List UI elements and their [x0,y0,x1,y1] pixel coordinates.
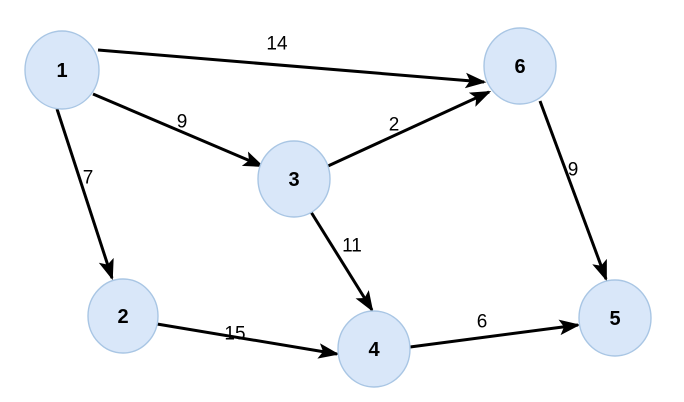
graph-edge-6-to-5 [538,100,608,282]
edge-weight-3-4: 11 [342,236,362,257]
node-label-2: 2 [117,306,128,328]
node-shape-4[interactable] [337,310,411,388]
graph-edge-4-to-5 [409,319,581,349]
edge-weight-4-5: 6 [477,312,488,333]
graph-edge-2-to-4 [156,322,340,359]
node-label-1: 1 [56,60,67,82]
graph-node-2[interactable]: 2 [87,278,159,354]
edge-weight-1-2: 7 [83,168,94,189]
edge-weight-6-5: 9 [568,160,579,181]
node-label-6: 6 [514,56,525,78]
graph-edge-3-to-6 [327,90,492,168]
graph-node-3[interactable]: 3 [257,140,331,218]
node-label-4: 4 [368,339,380,361]
graph-node-5[interactable]: 5 [578,279,652,357]
edge-labels-layer: 14 9 7 2 11 9 15 6 [83,34,579,345]
graph-edge-1-to-3 [92,92,265,168]
edges-layer [55,48,608,359]
edge-weight-2-4: 15 [224,324,245,345]
node-shape-3[interactable] [257,140,331,218]
graph-node-6[interactable]: 6 [483,27,557,105]
graph-edge-3-to-4 [309,211,374,313]
node-shape-6[interactable] [483,27,557,105]
node-shape-5[interactable] [578,279,652,357]
node-label-3: 3 [288,169,299,191]
graph-edge-1-to-2 [55,108,114,281]
edge-weight-1-3: 9 [177,112,188,133]
graph-node-4[interactable]: 4 [337,310,411,388]
edge-weight-3-6: 2 [389,115,400,136]
graph-edge-1-to-6 [97,48,487,89]
node-shape-2[interactable] [87,278,159,354]
graph-node-1[interactable]: 1 [24,30,100,110]
node-label-5: 5 [609,308,620,330]
node-shape-1[interactable] [24,30,100,110]
edge-weight-1-6: 14 [266,34,288,55]
nodes-layer: 1 2 3 4 5 6 [24,27,652,388]
